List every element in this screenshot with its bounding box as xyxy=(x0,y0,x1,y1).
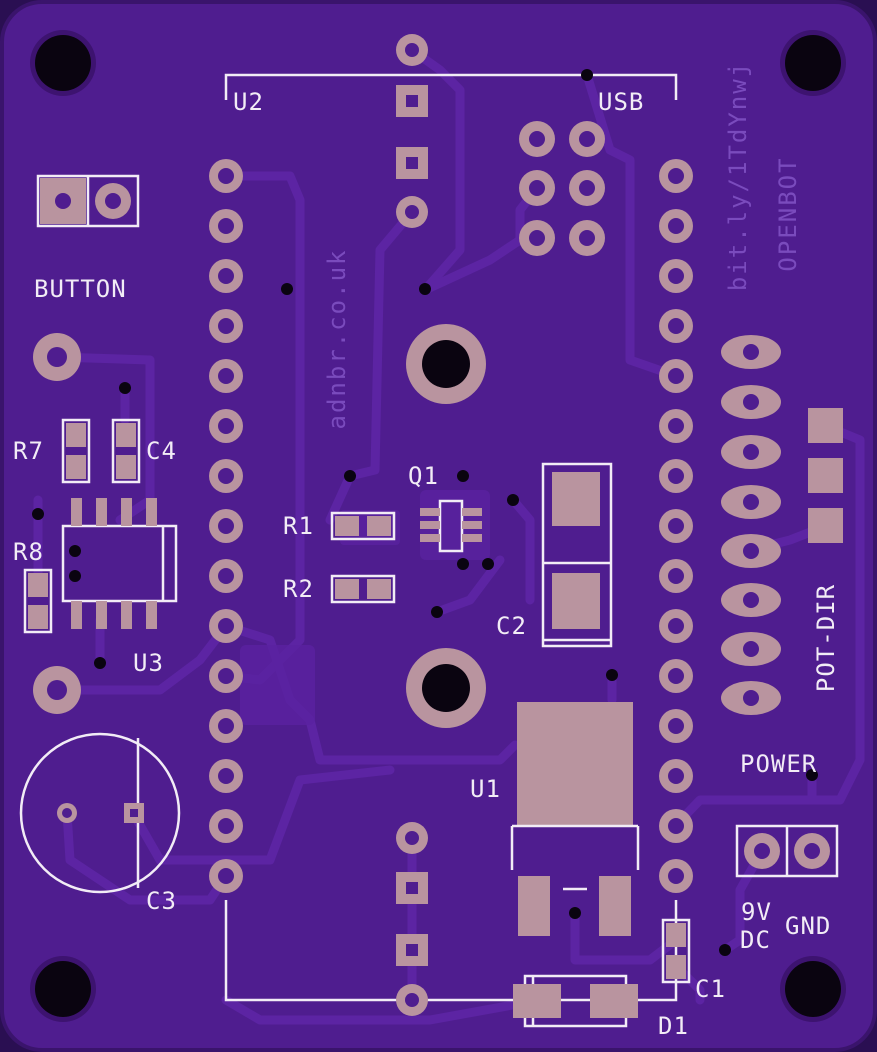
pot-dir-pads xyxy=(721,335,781,715)
label-adnbr: adnbr.co.uk xyxy=(323,248,351,430)
mounting-hole-icon xyxy=(780,30,846,96)
label-openbot: OPENBOT xyxy=(774,156,802,272)
u1-regulator xyxy=(510,702,640,936)
mounting-hole-icon xyxy=(30,30,96,96)
c2-capacitor xyxy=(541,462,613,648)
d1-diode xyxy=(513,974,638,1028)
usb-header xyxy=(519,121,605,256)
label-url: bit.ly/1TdYnwj xyxy=(724,60,752,292)
label-u3: U3 xyxy=(133,649,164,677)
label-c1: C1 xyxy=(695,975,726,1003)
label-pot-dir: POT-DIR xyxy=(812,583,840,693)
mounting-hole-icon xyxy=(780,956,846,1022)
mounting-hole-icon xyxy=(406,648,486,728)
q1-transistor xyxy=(420,499,482,553)
label-gnd: GND xyxy=(785,912,832,940)
label-c3: C3 xyxy=(146,887,177,915)
label-u2: U2 xyxy=(233,88,264,116)
via-icon xyxy=(32,69,818,956)
label-9v: 9V xyxy=(741,898,772,926)
label-usb: USB xyxy=(598,88,645,116)
label-power: POWER xyxy=(740,750,818,778)
mounting-hole-icon xyxy=(406,324,486,404)
button-connector xyxy=(36,174,140,228)
r7-c4 xyxy=(61,418,141,484)
label-button: BUTTON xyxy=(34,275,127,303)
label-q1: Q1 xyxy=(408,462,439,490)
label-r2: R2 xyxy=(283,575,314,603)
top-center-pads xyxy=(396,34,428,228)
c1-capacitor xyxy=(661,918,691,984)
u2-outline xyxy=(224,73,678,1002)
r1-r2 xyxy=(330,511,396,604)
u2-left-pin-holes xyxy=(218,168,234,884)
label-d1: D1 xyxy=(658,1012,689,1040)
label-r7: R7 xyxy=(13,437,44,465)
u3-chip xyxy=(61,498,178,629)
c3-capacitor xyxy=(19,732,181,894)
label-u1: U1 xyxy=(470,775,501,803)
power-connector xyxy=(735,824,839,878)
r8 xyxy=(23,568,53,634)
copper-pour xyxy=(240,490,490,725)
label-r1: R1 xyxy=(283,512,314,540)
label-dc: DC xyxy=(740,926,771,954)
pot-dir-smd-pads xyxy=(808,408,843,543)
bottom-center-pads xyxy=(396,822,428,1016)
u2-right-pin-holes xyxy=(668,168,684,884)
label-c4: C4 xyxy=(146,437,177,465)
label-c2: C2 xyxy=(496,612,527,640)
left-large-pads xyxy=(33,333,81,714)
mounting-hole-icon xyxy=(30,956,96,1022)
label-r8: R8 xyxy=(13,538,44,566)
mounting-holes xyxy=(30,30,846,1022)
copper-traces xyxy=(33,45,865,1025)
